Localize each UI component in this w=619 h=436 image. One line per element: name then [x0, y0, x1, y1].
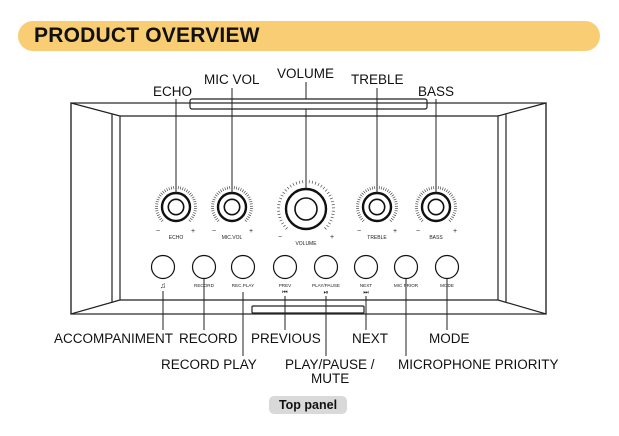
accompaniment-face-symbol: ♫ [160, 281, 166, 290]
prev-button[interactable] [274, 256, 297, 279]
play-pause-button[interactable] [315, 256, 338, 279]
mic-vol-callout: MIC VOL [204, 72, 260, 87]
play-pause-face-label: PLAY/PAUSE [312, 283, 340, 288]
volume-callout: VOLUME [277, 66, 334, 81]
record-callout: RECORD [179, 331, 238, 346]
mic-prior-button[interactable] [395, 256, 418, 279]
volume-knob-inner [295, 198, 317, 220]
volume-minus-mark: − [278, 234, 282, 241]
echo-plus-mark: + [191, 228, 195, 235]
bass-minus-mark: − [416, 228, 420, 235]
bass-knob-inner [428, 199, 443, 214]
prev-face-label: PREV [279, 283, 292, 288]
volume-plus-mark: + [330, 234, 334, 241]
next-button[interactable] [355, 256, 378, 279]
bass-callout: BASS [418, 84, 454, 99]
echo-minus-mark: − [156, 228, 160, 235]
mode-face-label: MODE [440, 283, 454, 288]
volume-face-label: VOLUME [295, 241, 317, 247]
right-wing [498, 103, 546, 314]
record-face-label: RECORD [194, 283, 215, 288]
mic-vol-plus-mark: + [249, 228, 253, 235]
treble-callout: TREBLE [351, 72, 404, 87]
echo-face-label: ECHO [169, 235, 184, 241]
rec-play-face-label: REC.PLAY [232, 283, 254, 288]
treble-face-label: TREBLE [367, 235, 387, 241]
next-face-label: NEXT [360, 283, 372, 288]
treble-plus-mark: + [393, 228, 397, 235]
mute-callout: MUTE [311, 371, 349, 386]
mic-vol-minus-mark: − [212, 228, 216, 235]
bass-plus-mark: + [453, 228, 457, 235]
play-pause-callout: PLAY/PAUSE / [285, 357, 375, 372]
figure-caption: Top panel [269, 396, 347, 414]
microphone-priority-callout: MICROPHONE PRIORITY [398, 357, 559, 372]
left-wing [71, 103, 120, 314]
bottom-slot [252, 306, 364, 313]
mic-prior-face-label: MIC PRIOR [394, 283, 419, 288]
handle-slot [190, 99, 427, 109]
record-button[interactable] [193, 256, 216, 279]
next-face-symbol: ⏭ [363, 290, 369, 296]
mode-button[interactable] [436, 256, 459, 279]
play-pause-face-symbol: ⏯ [324, 290, 329, 296]
prev-face-symbol: ⏮ [282, 290, 288, 296]
mode-callout: MODE [429, 331, 470, 346]
mic-vol-knob-inner [224, 199, 239, 214]
treble-knob-inner [369, 199, 384, 214]
record-play-callout: RECORD PLAY [161, 357, 257, 372]
mic-vol-face-label: MIC.VOL [222, 235, 243, 241]
accompaniment-button[interactable] [152, 256, 175, 279]
echo-knob-inner [168, 199, 183, 214]
treble-minus-mark: − [357, 228, 361, 235]
bass-face-label: BASS [429, 235, 443, 241]
rec-play-button[interactable] [232, 256, 255, 279]
accompaniment-callout: ACCOMPANIMENT [54, 331, 173, 346]
echo-callout: ECHO [153, 84, 192, 99]
previous-callout: PREVIOUS [251, 331, 321, 346]
next-callout: NEXT [352, 331, 388, 346]
